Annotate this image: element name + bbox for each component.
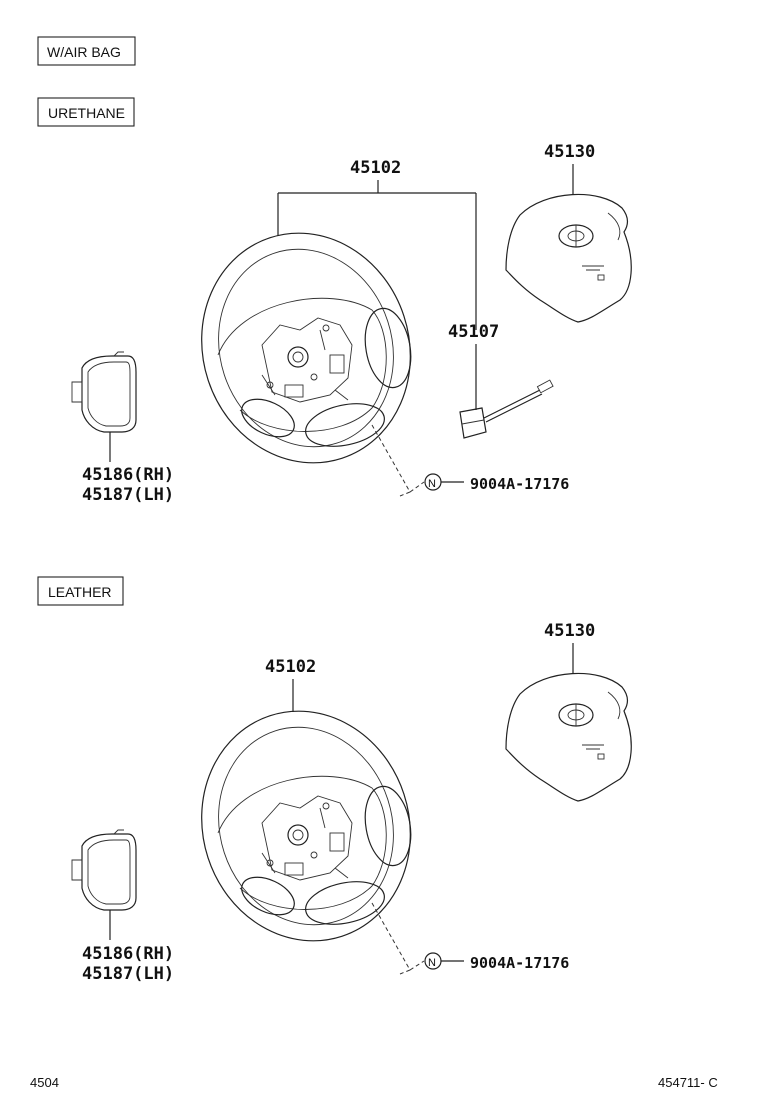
label-urethane-box: URETHANE bbox=[37, 97, 135, 127]
part-45102-top[interactable]: 45102 bbox=[350, 158, 401, 178]
svg-text:N: N bbox=[428, 478, 436, 490]
leader-screw-bottom bbox=[371, 902, 425, 975]
part-45186-rh-top[interactable]: 45186(RH) bbox=[82, 465, 174, 485]
part-45130-top[interactable]: 45130 bbox=[544, 142, 595, 162]
part-45187-lh-top[interactable]: 45187(LH) bbox=[82, 485, 174, 505]
footer-page-number: 4504 bbox=[30, 1075, 59, 1090]
airbag-pad-icon[interactable] bbox=[505, 672, 632, 802]
wire-harness-icon[interactable] bbox=[459, 379, 554, 439]
label-urethane: URETHANE bbox=[48, 105, 125, 121]
label-air-bag: W/AIR BAG bbox=[47, 44, 121, 60]
cover-icon[interactable] bbox=[71, 829, 137, 911]
label-air-bag-box: W/AIR BAG bbox=[37, 36, 136, 66]
cover-icon[interactable] bbox=[71, 351, 137, 433]
label-leather-box: LEATHER bbox=[37, 576, 124, 606]
part-45107-top[interactable]: 45107 bbox=[448, 322, 499, 342]
part-9004a-17176-bottom[interactable]: 9004A-17176 bbox=[470, 954, 569, 972]
part-45130-bottom[interactable]: 45130 bbox=[544, 621, 595, 641]
label-leather: LEATHER bbox=[48, 584, 112, 600]
airbag-pad-icon[interactable] bbox=[505, 193, 632, 323]
steering-wheel-icon[interactable] bbox=[172, 684, 440, 968]
bracket-45102-top bbox=[277, 180, 477, 330]
toyota-emblem-icon bbox=[558, 703, 594, 727]
footer-ref-number: 454711- C bbox=[658, 1075, 718, 1090]
leader-screw-top bbox=[371, 424, 425, 497]
toyota-emblem-icon bbox=[558, 224, 594, 248]
part-45102-bottom[interactable]: 45102 bbox=[265, 657, 316, 677]
part-9004a-17176-top[interactable]: 9004A-17176 bbox=[470, 475, 569, 493]
note-n-icon: N bbox=[424, 473, 442, 491]
part-45186-rh-bottom[interactable]: 45186(RH) bbox=[82, 944, 174, 964]
note-n-icon: N bbox=[424, 952, 442, 970]
svg-text:N: N bbox=[428, 957, 436, 969]
steering-wheel-icon[interactable] bbox=[172, 206, 440, 490]
part-45187-lh-bottom[interactable]: 45187(LH) bbox=[82, 964, 174, 984]
